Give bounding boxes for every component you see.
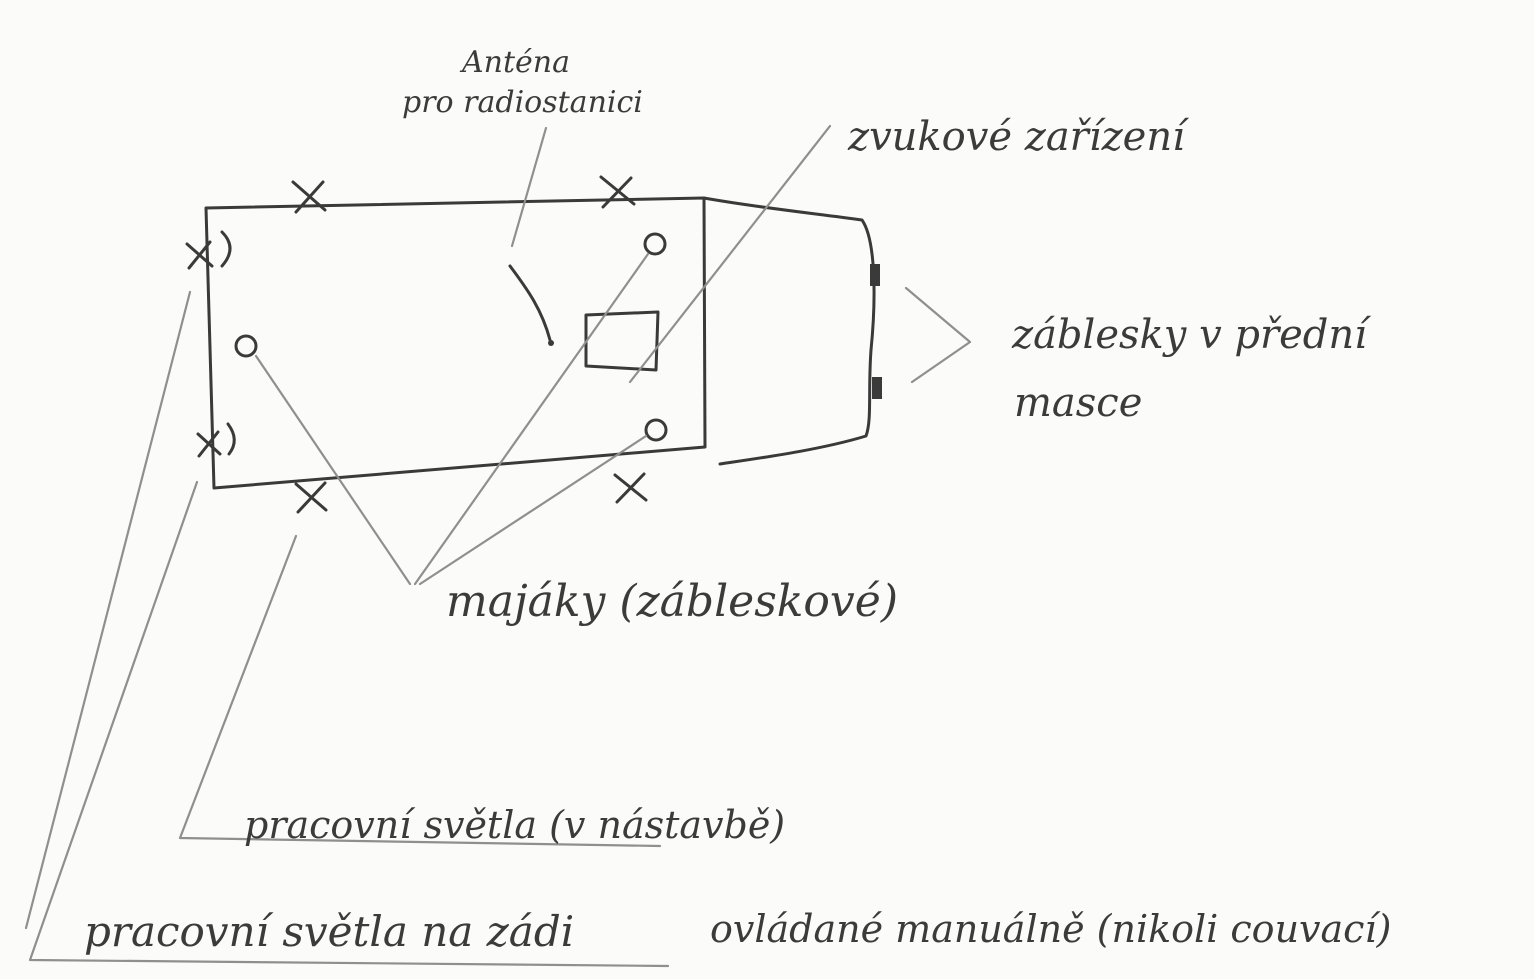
label-flashes-line2: masce: [1014, 380, 1142, 426]
body-box: [204, 196, 707, 490]
beacons: [234, 232, 668, 442]
work-lights-rear: [185, 230, 236, 458]
label-antenna-line2: pro radiostanici: [402, 85, 643, 120]
beacon-leader-3: [418, 434, 648, 586]
rear-lights-leader-2: [28, 480, 670, 968]
front-flash-lower: [872, 377, 882, 399]
antenna-dot: [548, 340, 554, 346]
work-light-x-1: [291, 180, 327, 214]
body-lights-leader: [178, 534, 662, 848]
label-antenna-line1: Anténa: [459, 45, 570, 80]
work-light-x-4: [613, 472, 648, 504]
beacon-3: [644, 418, 668, 442]
antenna-leader: [510, 126, 548, 248]
label-sound-device: zvukové zařízení: [847, 114, 1190, 160]
label-beacons: majáky (zábleskové): [446, 576, 898, 627]
vehicle-outline: [204, 196, 882, 490]
beacon-leader-2: [413, 252, 650, 586]
label-work-lights-body: pracovní světla (v nástavbě): [244, 803, 785, 847]
sound-device-box: [584, 310, 660, 372]
antenna-marker: [508, 264, 552, 342]
sound-leader: [628, 124, 832, 384]
rear-light-1: [185, 230, 232, 270]
rear-lights-leader-1: [24, 290, 192, 930]
flash-brace: [904, 286, 972, 384]
work-light-x-2: [599, 175, 636, 209]
label-work-lights-rear: pracovní světla na zádi: [84, 907, 574, 956]
beacon-2: [643, 232, 667, 256]
label-flashes-line1: záblesky v přední: [1011, 312, 1372, 358]
beacon-1: [234, 334, 258, 358]
leader-lines: [24, 124, 972, 968]
rear-light-2: [196, 422, 236, 458]
beacon-leader-1: [254, 354, 412, 586]
label-controlled: ovládané manuálně (nikoli couvací): [710, 907, 1391, 951]
front-flash-upper: [870, 264, 880, 286]
cab-front: [702, 196, 876, 466]
work-light-x-3: [294, 481, 328, 514]
work-lights-roof: [291, 175, 648, 514]
